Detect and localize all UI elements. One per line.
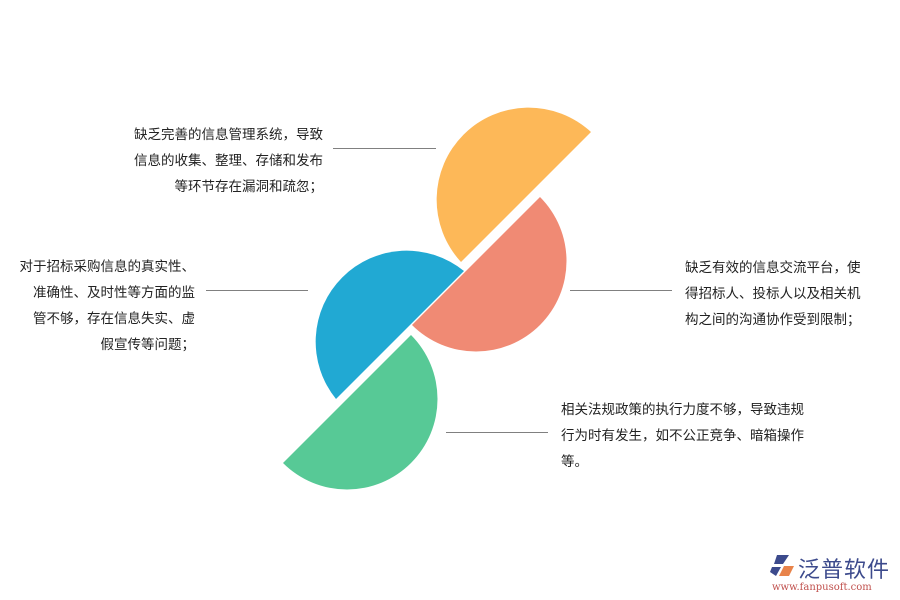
logo-url: www.fanpusoft.com [772, 582, 872, 593]
logo-name: 泛普软件 [798, 558, 891, 583]
text-left-line-1: 对于招标采购信息的真实性、 [19, 259, 196, 275]
text-right-line-3: 构之间的沟通协作受到限制； [685, 312, 861, 328]
text-top: 缺乏完善的信息管理系统，导致 信息的收集、整理、存储和发布 等环节存在漏洞和疏忽… [100, 122, 323, 200]
segment-bottom-green [283, 335, 438, 490]
connector-bottom [446, 432, 548, 433]
text-right-line-1: 缺乏有效的信息交流平台，使 [685, 260, 861, 276]
text-bottom: 相关法规政策的执行力度不够，导致违规 行为时有发生，如不公正竞争、暗箱操作 等。 [561, 397, 831, 475]
text-bottom-line-2: 行为时有发生，如不公正竞争、暗箱操作 [561, 428, 804, 444]
text-top-line-2: 信息的收集、整理、存储和发布 [134, 153, 323, 169]
segment-right-salmon [412, 197, 567, 352]
fanpu-logo: 泛普软件 www.fanpusoft.com [770, 552, 895, 598]
text-top-line-3: 等环节存在漏洞和疏忽； [174, 179, 324, 195]
connector-top [333, 148, 436, 149]
segment-left-blue [315, 250, 464, 399]
text-left-line-4: 假宣传等问题； [100, 337, 196, 353]
segment-top-orange [436, 107, 591, 262]
text-right: 缺乏有效的信息交流平台，使 得招标人、投标人以及相关机 构之间的沟通协作受到限制… [685, 255, 895, 333]
text-left-line-3: 管不够，存在信息失实、虚 [33, 311, 195, 327]
text-top-line-1: 缺乏完善的信息管理系统，导致 [134, 127, 323, 143]
connector-left [206, 290, 308, 291]
text-right-line-2: 得招标人、投标人以及相关机 [685, 286, 861, 302]
text-left-line-2: 准确性、及时性等方面的监 [33, 285, 195, 301]
text-bottom-line-1: 相关法规政策的执行力度不够，导致违规 [561, 402, 804, 418]
fanpu-logo-icon [770, 555, 794, 576]
text-bottom-line-3: 等。 [561, 454, 588, 470]
text-left: 对于招标采购信息的真实性、 准确性、及时性等方面的监 管不够，存在信息失实、虚 … [0, 254, 196, 358]
connector-right [570, 290, 672, 291]
